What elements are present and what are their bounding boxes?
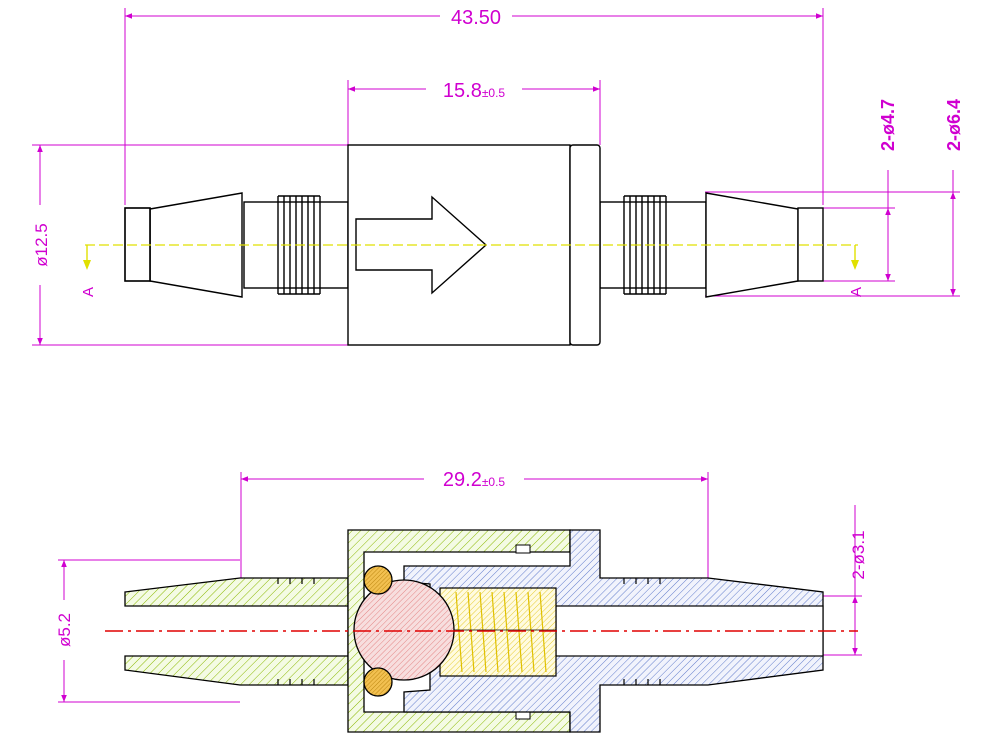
section-view: 29.2±0.5 ø5.2 2-ø3.1 xyxy=(52,467,868,733)
right-barb-teeth xyxy=(623,578,661,685)
outlet-bore xyxy=(555,605,824,657)
dim-overall-length: 43.50 xyxy=(451,7,501,29)
top-view: 43.50 15.8±0.5 ø12.5 2-ø4.7 2-ø6.4 xyxy=(28,5,964,346)
left-fitting xyxy=(124,192,349,298)
o-ring-bottom xyxy=(363,667,393,697)
spring-coils xyxy=(455,591,547,673)
dim-label-bg xyxy=(28,205,52,285)
dim-outlet-bore: 2-ø3.1 xyxy=(849,530,868,579)
spring-chamber xyxy=(439,587,557,677)
dim-body-length: 15.8±0.5 xyxy=(443,80,506,102)
dim-label-bg xyxy=(52,600,76,660)
dim-barb-outer: 2-ø6.4 xyxy=(944,99,964,151)
dim-body-diameter: ø12.5 xyxy=(32,223,51,266)
left-barb-teeth xyxy=(277,578,315,685)
left-fitting-section xyxy=(124,577,349,686)
dim-bore-diameter: ø5.2 xyxy=(55,613,74,647)
dim-label-bg xyxy=(424,467,524,489)
check-ball xyxy=(353,579,455,681)
section-mark-left: A xyxy=(80,287,97,297)
dim-label-bg xyxy=(440,5,512,27)
dim-barb-inner: 2-ø4.7 xyxy=(878,99,898,151)
housing-notch xyxy=(515,544,531,554)
section-arrow-icon xyxy=(83,245,859,270)
section-mark-right: A xyxy=(848,287,865,297)
o-ring-top xyxy=(363,565,393,595)
dim-section-length: 29.2±0.5 xyxy=(443,469,506,491)
dim-label-bg xyxy=(426,78,522,100)
